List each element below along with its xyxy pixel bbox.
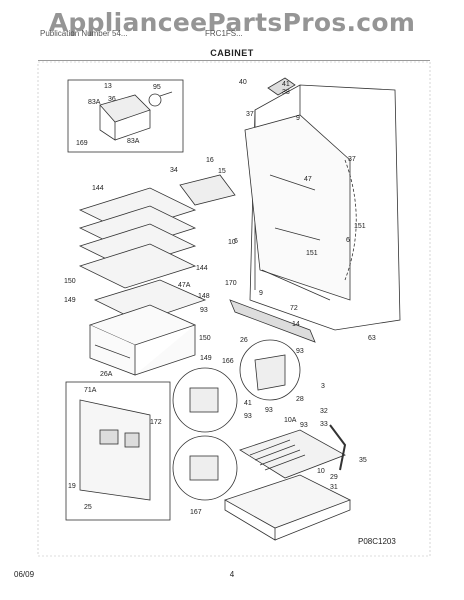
callout: 19 bbox=[68, 483, 76, 490]
mullion bbox=[229, 299, 316, 343]
callout: 169 bbox=[76, 140, 88, 147]
callout: 36 bbox=[108, 96, 116, 103]
callout: 148 bbox=[198, 293, 210, 300]
callout: 37 bbox=[246, 111, 254, 118]
page-number: 4 bbox=[229, 570, 235, 579]
callout: 33 bbox=[320, 421, 328, 428]
callout: 41 bbox=[244, 400, 252, 407]
callout: 32 bbox=[320, 408, 328, 415]
callout: 149 bbox=[64, 297, 76, 304]
diagram-frame bbox=[37, 61, 431, 557]
callout: 6 bbox=[234, 238, 238, 245]
callout: 151 bbox=[306, 250, 318, 257]
callout: 41 bbox=[282, 81, 290, 88]
callout: 3 bbox=[321, 383, 325, 390]
callout: 28 bbox=[296, 396, 304, 403]
callout: 83A bbox=[88, 99, 101, 106]
callout: 37 bbox=[348, 156, 356, 163]
callout: 150 bbox=[199, 335, 211, 342]
callout: 10 bbox=[228, 239, 236, 246]
callout: 63 bbox=[368, 335, 376, 342]
callout: 93 bbox=[244, 413, 252, 420]
section-title: CABINET bbox=[210, 48, 254, 58]
callout: 10A bbox=[284, 417, 297, 424]
callout: 6 bbox=[346, 237, 350, 244]
callout: 13 bbox=[104, 83, 112, 90]
callout: 26A bbox=[100, 371, 113, 378]
evaporator-assembly bbox=[224, 424, 352, 541]
callout: 16 bbox=[206, 157, 214, 164]
callout: 29 bbox=[330, 474, 338, 481]
callout: 72 bbox=[290, 305, 298, 312]
publication-number: Publication Number 54... bbox=[40, 29, 128, 38]
callout: 14 bbox=[292, 321, 300, 328]
callout: 93 bbox=[200, 307, 208, 314]
callout: 35 bbox=[359, 457, 367, 464]
callout: 34 bbox=[170, 167, 178, 174]
callout: 93 bbox=[296, 348, 304, 355]
callout: 40 bbox=[239, 79, 247, 86]
callout: 83A bbox=[127, 138, 140, 145]
callout: 149 bbox=[200, 355, 212, 362]
control-module-inset bbox=[67, 79, 184, 153]
model-number: FRC1FS... bbox=[205, 29, 243, 38]
detail-circles bbox=[172, 339, 301, 501]
figure-code: P08C1203 bbox=[358, 537, 396, 546]
callout: 10 bbox=[317, 468, 325, 475]
callout: 144 bbox=[196, 265, 208, 272]
callout: 26 bbox=[240, 337, 248, 344]
header-rule bbox=[38, 60, 430, 61]
callout: 93 bbox=[300, 422, 308, 429]
callout: 31 bbox=[330, 484, 338, 491]
callout: 150 bbox=[64, 278, 76, 285]
callout-labels: 40 41 38 37 9 13 83A 36 95 169 83A 16 15… bbox=[64, 79, 376, 516]
callout: 9 bbox=[259, 290, 263, 297]
crisper-drawer bbox=[88, 304, 197, 376]
footer-date: 06/09 bbox=[14, 570, 35, 579]
callout: 95 bbox=[153, 84, 161, 91]
callout: 151 bbox=[354, 223, 366, 230]
callout: 25 bbox=[84, 504, 92, 511]
callout: 172 bbox=[150, 419, 162, 426]
callout: 47A bbox=[178, 282, 191, 289]
callout: 170 bbox=[225, 280, 237, 287]
liner-inset bbox=[65, 381, 171, 521]
callout: 38 bbox=[282, 89, 290, 96]
callout: 166 bbox=[222, 358, 234, 365]
site-watermark: ApplianceePartsPros.com bbox=[48, 8, 416, 37]
callout: 93 bbox=[265, 407, 273, 414]
callout: 167 bbox=[190, 509, 202, 516]
callout: 47 bbox=[304, 176, 312, 183]
callout: 144 bbox=[92, 185, 104, 192]
glass-shelves bbox=[78, 187, 207, 323]
callout: 15 bbox=[218, 168, 226, 175]
cabinet-shell bbox=[244, 77, 401, 331]
callout: 9 bbox=[296, 115, 300, 122]
door-bin bbox=[179, 174, 236, 206]
callout: 71A bbox=[84, 387, 97, 394]
